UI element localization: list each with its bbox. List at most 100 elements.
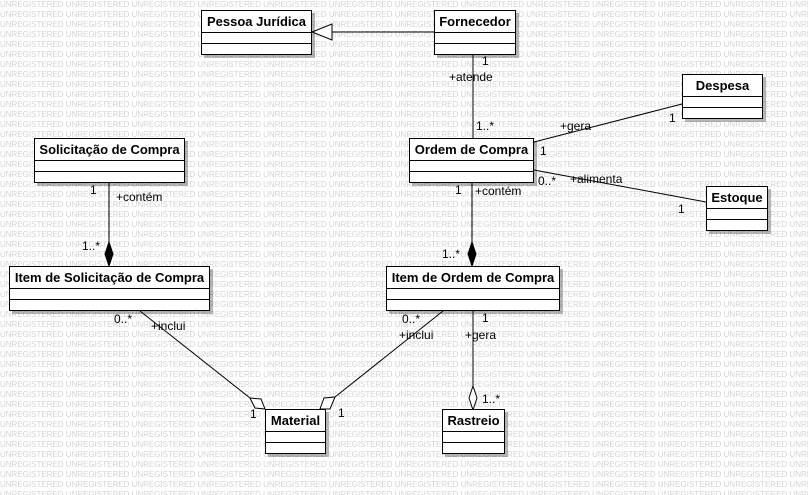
attributes-compartment bbox=[707, 209, 767, 220]
class-name: Item de Ordem de Compra bbox=[387, 267, 559, 289]
class-pessoa-juridica[interactable]: Pessoa Jurídica bbox=[201, 10, 312, 55]
composition-diamond-ordem bbox=[467, 240, 477, 268]
watermark-row: UNREGISTERED UNREGISTERED UNREGISTERED U… bbox=[0, 100, 808, 109]
operations-compartment bbox=[410, 172, 533, 183]
watermark-row: UNREGISTERED UNREGISTERED UNREGISTERED U… bbox=[0, 180, 808, 189]
watermark-row: UNREGISTERED UNREGISTERED UNREGISTERED U… bbox=[0, 110, 808, 119]
role-label: +gera bbox=[560, 119, 592, 133]
association-line-ordem-despesa bbox=[533, 103, 683, 143]
class-rastreio[interactable]: Rastreio bbox=[442, 409, 505, 454]
class-item-ordem-compra[interactable]: Item de Ordem de Compra bbox=[386, 266, 560, 311]
watermark-row: UNREGISTERED UNREGISTERED UNREGISTERED U… bbox=[0, 480, 808, 489]
role-label: +atende bbox=[449, 70, 493, 84]
multiplicity-label: 1 bbox=[540, 144, 547, 158]
watermark-row: UNREGISTERED UNREGISTERED UNREGISTERED U… bbox=[0, 70, 808, 79]
multiplicity-label: 1..* bbox=[476, 119, 495, 133]
multiplicity-label: 1..* bbox=[82, 239, 101, 253]
watermark-row: UNREGISTERED UNREGISTERED UNREGISTERED U… bbox=[0, 460, 808, 469]
class-name: Ordem de Compra bbox=[410, 139, 533, 161]
aggregation-line-itemord-material bbox=[334, 310, 444, 398]
operations-compartment bbox=[435, 44, 515, 55]
watermark-row: UNREGISTERED UNREGISTERED UNREGISTERED U… bbox=[0, 400, 808, 409]
aggregation-diamond-itemord-rastreio bbox=[468, 384, 478, 412]
attributes-compartment bbox=[410, 161, 533, 172]
watermark-row: UNREGISTERED UNREGISTERED UNREGISTERED U… bbox=[0, 260, 808, 269]
class-material[interactable]: Material bbox=[265, 409, 326, 454]
role-label: +contém bbox=[116, 190, 163, 204]
multiplicity-label: 1 bbox=[338, 406, 345, 420]
watermark-row: UNREGISTERED UNREGISTERED UNREGISTERED U… bbox=[0, 170, 808, 179]
watermark-row: UNREGISTERED UNREGISTERED UNREGISTERED U… bbox=[0, 20, 808, 29]
watermark-row: UNREGISTERED UNREGISTERED UNREGISTERED U… bbox=[0, 450, 808, 459]
watermark-row: UNREGISTERED UNREGISTERED UNREGISTERED U… bbox=[0, 330, 808, 339]
multiplicity-label: 1 bbox=[455, 183, 462, 197]
multiplicity-label: 1..* bbox=[442, 247, 461, 261]
class-despesa[interactable]: Despesa bbox=[682, 74, 763, 119]
class-name: Fornecedor bbox=[435, 11, 515, 33]
attributes-compartment bbox=[683, 97, 762, 108]
aggregation-line-itemsol-material bbox=[139, 310, 251, 399]
multiplicity-label: 1 bbox=[482, 54, 489, 68]
watermark-row: UNREGISTERED UNREGISTERED UNREGISTERED U… bbox=[0, 30, 808, 39]
multiplicity-label: 1 bbox=[482, 311, 489, 325]
watermark-row: UNREGISTERED UNREGISTERED UNREGISTERED U… bbox=[0, 430, 808, 439]
class-name: Solicitação de Compra bbox=[35, 139, 184, 161]
multiplicity-label: 1..* bbox=[482, 392, 501, 406]
operations-compartment bbox=[387, 300, 559, 311]
attributes-compartment bbox=[202, 33, 311, 44]
watermark-row: UNREGISTERED UNREGISTERED UNREGISTERED U… bbox=[0, 220, 808, 229]
class-fornecedor[interactable]: Fornecedor bbox=[434, 10, 516, 55]
watermark-row: UNREGISTERED UNREGISTERED UNREGISTERED U… bbox=[0, 200, 808, 209]
multiplicity-label: 0..* bbox=[538, 174, 557, 188]
operations-compartment bbox=[683, 108, 762, 119]
class-name: Item de Solicitação de Compra bbox=[10, 267, 209, 289]
watermark-row: UNREGISTERED UNREGISTERED UNREGISTERED U… bbox=[0, 120, 808, 129]
class-ordem-compra[interactable]: Ordem de Compra bbox=[409, 138, 534, 183]
watermark-row: UNREGISTERED UNREGISTERED UNREGISTERED U… bbox=[0, 340, 808, 349]
watermark-row: UNREGISTERED UNREGISTERED UNREGISTERED U… bbox=[0, 410, 808, 419]
watermark-row: UNREGISTERED UNREGISTERED UNREGISTERED U… bbox=[0, 230, 808, 239]
class-name: Despesa bbox=[683, 75, 762, 97]
operations-compartment bbox=[266, 443, 325, 454]
watermark-row: UNREGISTERED UNREGISTERED UNREGISTERED U… bbox=[0, 0, 808, 9]
attributes-compartment bbox=[35, 161, 184, 172]
role-label: +contém bbox=[475, 184, 522, 198]
attributes-compartment bbox=[387, 289, 559, 300]
role-label: +alimenta bbox=[570, 172, 623, 186]
watermark-row: UNREGISTERED UNREGISTERED UNREGISTERED U… bbox=[0, 440, 808, 449]
class-solicitacao-compra[interactable]: Solicitação de Compra bbox=[34, 138, 185, 183]
watermark-row: UNREGISTERED UNREGISTERED UNREGISTERED U… bbox=[0, 320, 808, 329]
role-label: +inclui bbox=[399, 328, 434, 342]
operations-compartment bbox=[707, 220, 767, 231]
watermark-row: UNREGISTERED UNREGISTERED UNREGISTERED U… bbox=[0, 90, 808, 99]
watermark-row: UNREGISTERED UNREGISTERED UNREGISTERED U… bbox=[0, 470, 808, 479]
operations-compartment bbox=[443, 443, 504, 454]
watermark-row: UNREGISTERED UNREGISTERED UNREGISTERED U… bbox=[0, 140, 808, 149]
class-estoque[interactable]: Estoque bbox=[706, 186, 768, 231]
aggregation-diamond-itemord-material bbox=[319, 396, 336, 410]
role-label: +gera bbox=[465, 328, 497, 342]
class-item-solicitacao-compra[interactable]: Item de Solicitação de Compra bbox=[9, 266, 210, 311]
class-name: Estoque bbox=[707, 187, 767, 209]
watermark-row: UNREGISTERED UNREGISTERED UNREGISTERED U… bbox=[0, 370, 808, 379]
watermark-row: UNREGISTERED UNREGISTERED UNREGISTERED U… bbox=[0, 80, 808, 89]
watermark-row: UNREGISTERED UNREGISTERED UNREGISTERED U… bbox=[0, 240, 808, 249]
watermark-row: UNREGISTERED UNREGISTERED UNREGISTERED U… bbox=[0, 490, 808, 495]
watermark-row: UNREGISTERED UNREGISTERED UNREGISTERED U… bbox=[0, 360, 808, 369]
watermark-row: UNREGISTERED UNREGISTERED UNREGISTERED U… bbox=[0, 160, 808, 169]
watermark-row: UNREGISTERED UNREGISTERED UNREGISTERED U… bbox=[0, 390, 808, 399]
generalization-arrowhead bbox=[310, 23, 333, 41]
multiplicity-label: 1 bbox=[669, 111, 676, 125]
attributes-compartment bbox=[266, 432, 325, 443]
composition-diamond-solicitacao bbox=[104, 240, 114, 268]
multiplicity-label: 1 bbox=[250, 407, 257, 421]
operations-compartment bbox=[35, 172, 184, 183]
watermark-row: UNREGISTERED UNREGISTERED UNREGISTERED U… bbox=[0, 350, 808, 359]
multiplicity-label: 0..* bbox=[114, 312, 133, 326]
multiplicity-label: 0..* bbox=[402, 312, 421, 326]
attributes-compartment bbox=[10, 289, 209, 300]
watermark-row: UNREGISTERED UNREGISTERED UNREGISTERED U… bbox=[0, 310, 808, 319]
watermark-row: UNREGISTERED UNREGISTERED UNREGISTERED U… bbox=[0, 150, 808, 159]
